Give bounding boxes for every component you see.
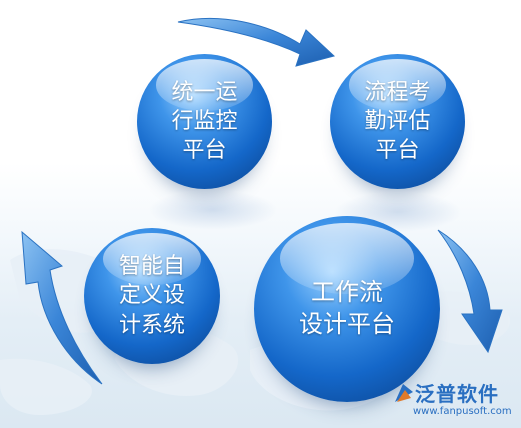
monitor-reflection [148,190,278,230]
node-custom-line-2: 定义设 [118,283,185,309]
node-workflow: 工作流 设计平台 [254,216,440,402]
logo-mark-icon [395,384,413,402]
node-attendance-line-2: 勤评估 [364,108,431,134]
arrow-top [177,17,336,67]
node-attendance-line-3: 平台 [375,138,420,164]
node-monitor-label: 统一运 行监控 平台 [171,78,237,165]
node-custom-line-1: 智能自 [118,254,185,280]
node-custom-line-3: 计系统 [118,312,185,338]
node-workflow-label: 工作流 设计平台 [299,277,395,340]
node-monitor-line-1: 统一运 [171,79,238,105]
node-workflow-line-1: 工作流 [311,278,383,307]
node-workflow-line-2: 设计平台 [299,310,395,338]
logo-name: 泛普软件 [415,382,499,406]
node-custom-label: 智能自 定义设 计系统 [119,252,185,339]
node-attendance: 流程考 勤评估 平台 [330,54,465,189]
node-monitor-line-2: 行监控 [171,108,238,134]
node-monitor: 统一运 行监控 平台 [137,54,272,189]
node-attendance-line-1: 流程考 [364,79,431,105]
brand-logo: 泛普软件 www.fanpusoft.com [393,378,517,424]
node-custom: 智能自 定义设 计系统 [84,228,220,364]
logo-url: www.fanpusoft.com [413,406,512,417]
arrow-right [437,229,503,354]
arrow-left [21,230,103,385]
node-monitor-line-3: 平台 [182,138,227,164]
node-attendance-label: 流程考 勤评估 平台 [364,78,430,165]
